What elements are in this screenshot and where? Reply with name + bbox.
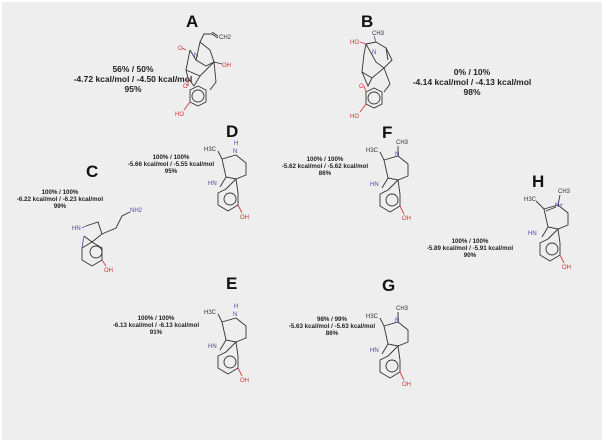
figure-panel: A 56% / 50% -4.72 kcal/mol / -4.50 kcal/…: [2, 2, 602, 440]
atom-n: N: [233, 149, 237, 155]
atom-hn: HN: [528, 231, 537, 237]
compound-stats-b: 0% / 10% -4.14 kcal/mol / -4.13 kcal/mol…: [397, 67, 547, 97]
compound-label-b: B: [361, 12, 374, 31]
atom-o-ether: O: [183, 84, 188, 90]
compound-stats-e: 100% / 100% -6.13 kcal/mol / -6.13 kcal/…: [106, 315, 206, 336]
stats-score: 86%: [318, 170, 332, 178]
atom-ch2: CH2: [219, 35, 232, 41]
atom-ho: HO: [175, 112, 184, 118]
atom-oh: OH: [222, 63, 231, 69]
molecule-c: NH2 HN OH: [64, 198, 154, 293]
atom-n: N: [395, 318, 399, 324]
compound-stats-h: 100% / 100% -5.89 kcal/mol / -5.91 kcal/…: [420, 238, 520, 259]
stats-binding-energy: -4.14 kcal/mol / -4.13 kcal/mol: [412, 76, 532, 87]
atom-nh2: NH2: [130, 208, 143, 214]
molecule-a: O N CH2 OH O HO: [170, 30, 240, 125]
stats-binding-energy: -5.63 kcal/mol / -5.63 kcal/mol: [288, 323, 376, 331]
compound-stats-g: 98% / 99% -5.63 kcal/mol / -5.63 kcal/mo…: [282, 316, 382, 337]
molecule-h: H3C CH3 N+ HN OH: [522, 185, 592, 290]
stats-binding-energy: -6.13 kcal/mol / -6.13 kcal/mol: [112, 322, 200, 330]
atom-ch3: CH3: [558, 189, 571, 195]
atom-n: N+: [555, 203, 563, 209]
atom-h: H: [234, 304, 238, 310]
atom-hn: HN: [208, 181, 217, 187]
atom-o-carbonyl: O: [178, 46, 183, 52]
atom-ch3: CH3: [372, 31, 385, 37]
stats-score: 90%: [463, 252, 477, 260]
stats-selectivity: 100% / 100%: [306, 156, 344, 163]
stats-selectivity: 98% / 99%: [317, 316, 347, 323]
compound-stats-a: 56% / 50% -4.72 kcal/mol / -4.50 kcal/mo…: [58, 64, 208, 94]
stats-score: 86%: [325, 330, 339, 338]
stats-binding-energy: -4.72 kcal/mol / -4.50 kcal/mol: [73, 73, 193, 84]
compound-label-c: C: [86, 162, 99, 181]
atom-ch3: CH3: [396, 140, 409, 146]
atom-ho-top: HO: [350, 40, 359, 46]
atom-n: N: [194, 53, 198, 59]
atom-oh: OH: [402, 216, 411, 222]
stats-binding-energy: -5.89 kcal/mol / -5.91 kcal/mol: [426, 245, 514, 253]
atom-oh: OH: [240, 215, 249, 221]
compound-label-g: G: [382, 276, 396, 295]
stats-binding-energy: -5.62 kcal/mol / -5.62 kcal/mol: [281, 163, 369, 171]
stats-binding-energy: -6.22 kcal/mol / -6.23 kcal/mol: [16, 196, 104, 204]
compound-stats-d: 100% / 100% -5.66 kcal/mol / -5.55 kcal/…: [121, 154, 221, 175]
compound-stats-f: 100% / 100% -5.62 kcal/mol / -5.62 kcal/…: [275, 156, 375, 177]
molecule-f: H3C CH3 N HN OH: [362, 140, 432, 235]
stats-selectivity: 56% / 50%: [112, 64, 154, 74]
compound-label-d: D: [226, 122, 239, 141]
stats-score: 98%: [463, 86, 481, 97]
compound-label-f: F: [382, 123, 393, 142]
atom-oh: OH: [562, 265, 571, 271]
atom-ch3: CH3: [396, 306, 409, 312]
molecule-e: H3C H N HN OH: [200, 302, 270, 397]
compound-stats-c: 100% / 100% -6.22 kcal/mol / -6.23 kcal/…: [10, 189, 110, 210]
stats-selectivity: 100% / 100%: [451, 238, 489, 245]
atom-h3c: H3C: [204, 147, 217, 153]
molecule-g: H3C CH3 N HN OH: [362, 298, 432, 403]
stats-score: 95%: [164, 168, 178, 176]
atom-oh: OH: [402, 382, 411, 388]
atom-hn: HN: [72, 226, 81, 232]
atom-hn: HN: [370, 348, 379, 354]
stats-score: 91%: [149, 329, 163, 337]
atom-hn: HN: [370, 182, 379, 188]
stats-selectivity: 100% / 100%: [152, 154, 190, 161]
stats-score: 95%: [124, 83, 142, 94]
atom-o-ether: O: [359, 84, 364, 90]
stats-selectivity: 0% / 10%: [453, 67, 491, 77]
compound-label-h: H: [532, 172, 545, 191]
atom-n: N: [372, 50, 376, 56]
atom-h3c: H3C: [204, 310, 217, 316]
molecule-d: H3C H N HN OH: [200, 139, 270, 234]
atom-oh: OH: [240, 378, 249, 384]
stats-selectivity: 100% / 100%: [137, 315, 175, 322]
stats-binding-energy: -5.66 kcal/mol / -5.55 kcal/mol: [127, 161, 215, 169]
molecule-b: HO CH3 N O HO: [350, 31, 410, 127]
atom-h3c: H3C: [366, 148, 379, 154]
atom-oh: OH: [104, 268, 113, 274]
atom-n: N: [395, 152, 399, 158]
stats-selectivity: 100% / 100%: [41, 189, 79, 196]
atom-h: H: [234, 141, 238, 147]
atom-h3c: H3C: [366, 314, 379, 320]
atom-n: N: [233, 312, 237, 318]
compound-label-e: E: [226, 274, 238, 293]
stats-score: 99%: [53, 203, 67, 211]
atom-ho-bottom: HO: [350, 114, 359, 120]
atom-h3c: H3C: [524, 197, 537, 203]
compound-label-a: A: [186, 12, 199, 31]
atom-hn: HN: [208, 344, 217, 350]
